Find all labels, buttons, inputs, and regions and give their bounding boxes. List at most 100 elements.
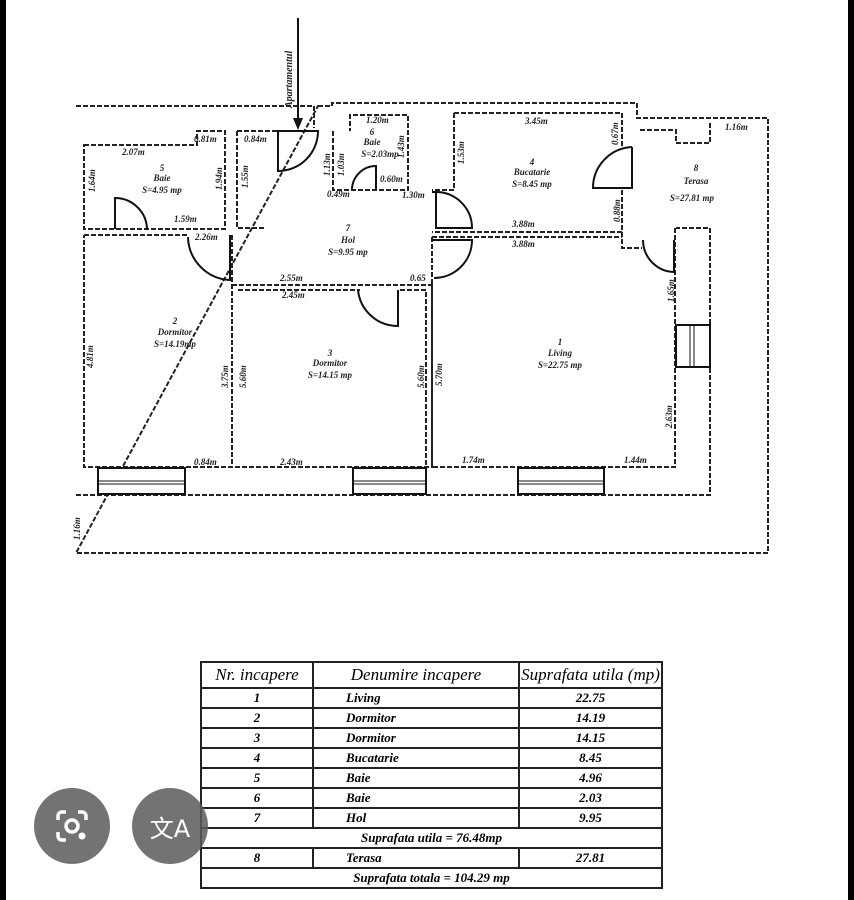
svg-text:1.64m: 1.64m (87, 169, 97, 192)
svg-text:S=2.03mp: S=2.03mp (361, 149, 399, 159)
svg-text:S=27.81 mp: S=27.81 mp (670, 193, 715, 203)
svg-text:1.74m: 1.74m (462, 455, 485, 465)
svg-text:1.65m: 1.65m (666, 279, 676, 302)
cell-nr: 7 (200, 807, 314, 829)
svg-text:5: 5 (160, 163, 165, 173)
svg-text:1.53m: 1.53m (456, 141, 466, 164)
svg-text:7: 7 (346, 223, 351, 233)
svg-text:5.60m: 5.60m (238, 365, 248, 388)
door-room-5 (114, 196, 148, 230)
svg-text:1.16m: 1.16m (72, 517, 82, 540)
outer-wall (74, 102, 769, 554)
cell-area: 2.03 (518, 787, 663, 809)
cell-area: 27.81 (518, 847, 663, 869)
svg-text:0.67m: 0.67m (610, 122, 620, 145)
svg-text:2.07m: 2.07m (121, 147, 145, 157)
window (97, 467, 186, 495)
door-room-4 (432, 191, 474, 229)
cell-area: 22.75 (518, 687, 663, 709)
left-border (0, 0, 6, 900)
cell-area: 9.95 (518, 807, 663, 829)
svg-text:3.88m: 3.88m (511, 219, 535, 229)
door-room-6 (351, 164, 377, 191)
cell-name: Terasa (312, 847, 520, 869)
door-terrace-kitchen (591, 146, 633, 189)
svg-text:2.55m: 2.55m (279, 273, 303, 283)
entrance-door (277, 130, 320, 173)
svg-text:4: 4 (529, 157, 535, 167)
svg-text:2.43m: 2.43m (279, 457, 303, 467)
svg-text:6: 6 (370, 127, 375, 137)
svg-text:S=14.19mp: S=14.19mp (154, 339, 196, 349)
svg-text:1.03m: 1.03m (336, 153, 346, 176)
grand-total-row: Suprafata totala = 104.29 mp (200, 867, 663, 889)
door-room-2 (187, 235, 231, 282)
svg-text:1.43m: 1.43m (396, 135, 406, 158)
window (675, 324, 711, 368)
room-5-walls (83, 130, 226, 230)
svg-text:Terasa: Terasa (684, 176, 709, 186)
terrace-wall (640, 122, 711, 144)
cell-name: Baie (312, 787, 520, 809)
cell-nr: 5 (200, 767, 314, 789)
table-header: Nr. incapere Denumire incapere Suprafata… (200, 661, 663, 689)
svg-text:Bucatarie: Bucatarie (513, 167, 551, 177)
room-3-walls (232, 284, 433, 468)
svg-text:0.88m: 0.88m (612, 199, 622, 222)
cell-nr: 6 (200, 787, 314, 809)
lens-search-button[interactable] (34, 788, 110, 864)
svg-text:S=14.15 mp: S=14.15 mp (308, 370, 353, 380)
svg-text:3.88m: 3.88m (511, 239, 535, 249)
translate-icon: 文A (149, 814, 191, 843)
cell-area: 14.15 (518, 727, 663, 749)
svg-text:2.45m: 2.45m (281, 290, 305, 300)
room-6-walls (332, 114, 409, 191)
svg-text:0.49m: 0.49m (327, 189, 350, 199)
cell-name: Baie (312, 767, 520, 789)
svg-text:5.60m: 5.60m (416, 365, 426, 388)
svg-text:0.81m: 0.81m (194, 134, 217, 144)
svg-text:Dormitor: Dormitor (312, 358, 348, 368)
svg-text:5.70m: 5.70m (434, 363, 444, 386)
svg-text:8: 8 (694, 163, 699, 173)
cell-area: 14.19 (518, 707, 663, 729)
svg-text:1.44m: 1.44m (624, 455, 647, 465)
svg-text:0.84m: 0.84m (244, 134, 267, 144)
table-row: 8 Terasa 27.81 (200, 847, 663, 869)
svg-text:2.63m: 2.63m (664, 405, 674, 429)
rooms-table: Nr. incapere Denumire incapere Suprafata… (200, 661, 663, 889)
terrace-step (621, 232, 642, 249)
entrance-arrowhead (293, 118, 303, 130)
svg-text:1.16m: 1.16m (725, 122, 748, 132)
svg-text:1.13m: 1.13m (322, 153, 332, 176)
svg-text:3.75m: 3.75m (220, 365, 230, 389)
svg-text:0.84m: 0.84m (194, 457, 217, 467)
door-room-3 (357, 289, 399, 328)
useful-total-row: Suprafata utila = 76.48mp (200, 827, 663, 849)
cell-nr: 2 (200, 707, 314, 729)
entrance-label: Apartamentul (284, 51, 295, 109)
header-name: Denumire incapere (312, 661, 520, 689)
svg-text:1.20m: 1.20m (366, 115, 389, 125)
door-room-1 (432, 239, 474, 279)
svg-text:Baie: Baie (153, 173, 171, 183)
svg-text:1.30m: 1.30m (402, 190, 425, 200)
translate-button[interactable]: 文A (132, 788, 208, 864)
lens-camera-icon (56, 810, 88, 842)
svg-text:Dormitor: Dormitor (157, 327, 193, 337)
svg-text:0.60m: 0.60m (380, 174, 403, 184)
svg-text:1.55m: 1.55m (240, 165, 250, 188)
svg-text:S=22.75 mp: S=22.75 mp (538, 360, 583, 370)
svg-text:2: 2 (172, 316, 178, 326)
dimension-labels: 0.81m 2.07m 1.64m 1.94m 1.59m 0.84m 1.55… (72, 115, 748, 540)
svg-text:3.45m: 3.45m (524, 116, 548, 126)
svg-text:2.26m: 2.26m (194, 232, 218, 242)
